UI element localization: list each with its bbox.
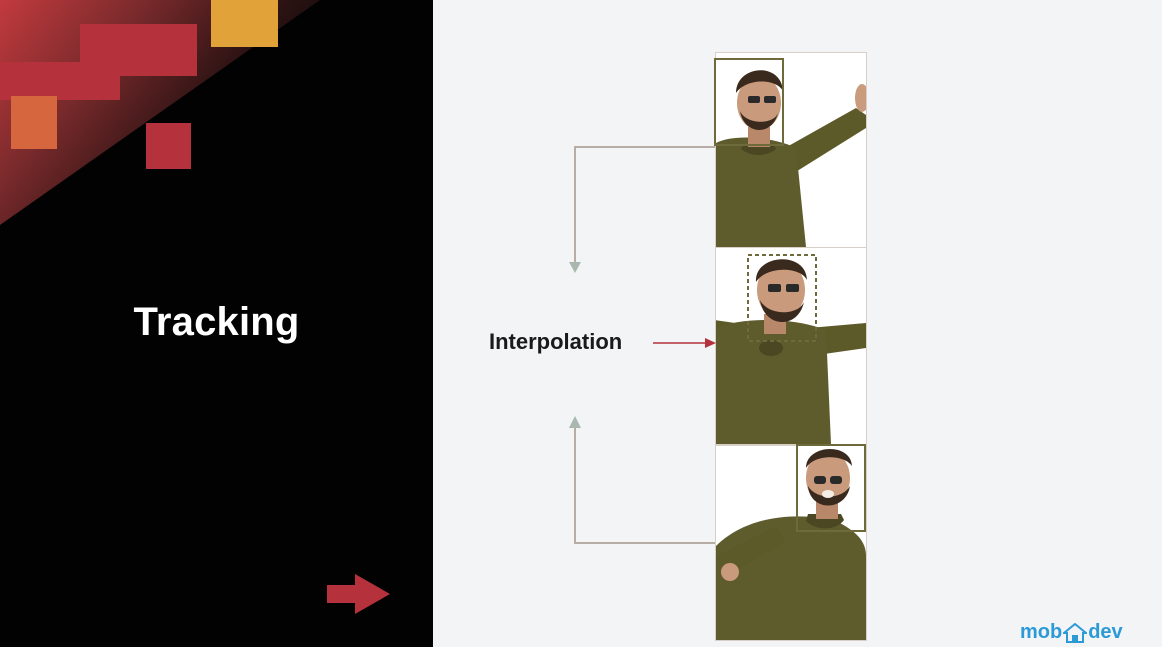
video-frame-1 <box>715 52 867 248</box>
slide-title: Tracking <box>133 300 300 344</box>
decor-square <box>146 123 191 169</box>
title-panel: Tracking <box>0 0 433 647</box>
next-arrow-icon[interactable] <box>327 574 391 614</box>
video-frame-2 <box>715 247 867 445</box>
person-photo <box>716 259 866 444</box>
decor-square <box>11 96 57 149</box>
video-frame-3 <box>715 445 867 641</box>
person-photo <box>716 70 866 247</box>
logo-text-right: dev <box>1088 621 1123 643</box>
person-photo <box>716 448 866 640</box>
interpolation-label: Interpolation <box>489 329 623 354</box>
house-icon <box>1063 622 1088 643</box>
decor-square <box>0 62 120 100</box>
logo-text-left: mob <box>1020 621 1063 643</box>
decor-square <box>211 0 278 47</box>
mobidev-logo: mob dev <box>1020 621 1123 644</box>
